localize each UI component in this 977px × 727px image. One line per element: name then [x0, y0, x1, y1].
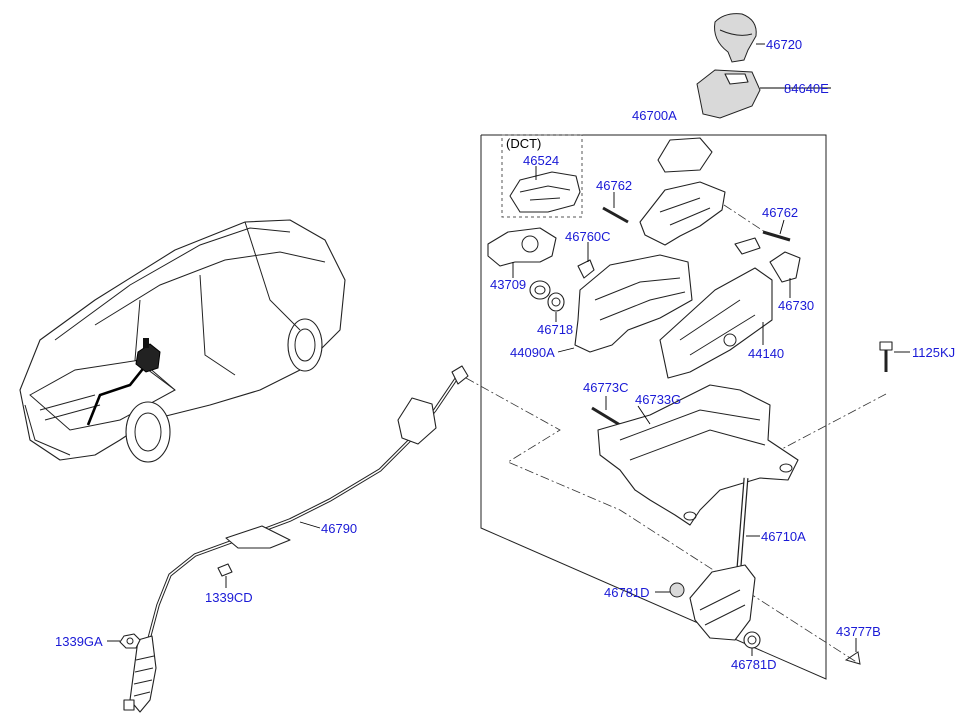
- label-44090A[interactable]: 44090A: [510, 345, 555, 360]
- label-46700A[interactable]: 46700A: [632, 108, 677, 123]
- bushing-icon: [743, 631, 761, 649]
- label-46730[interactable]: 46730: [778, 298, 814, 313]
- label-43709[interactable]: 43709: [490, 277, 526, 292]
- reference-line-cable: [465, 377, 859, 664]
- housing-icon: [574, 254, 693, 353]
- group-note-dct: (DCT): [506, 136, 541, 151]
- dct-group-box: [501, 134, 583, 218]
- label-46762-left[interactable]: 46762: [596, 178, 632, 193]
- bolt-icon: [879, 341, 893, 372]
- slider-plate-icon: [639, 137, 726, 246]
- nut-icon: [119, 633, 141, 649]
- clip-icon: [217, 563, 233, 577]
- detent-spring-icon: [734, 237, 801, 283]
- reference-line-bolt: [779, 393, 887, 451]
- label-1339GA[interactable]: 1339GA: [55, 634, 103, 649]
- label-46760C[interactable]: 46760C: [565, 229, 611, 244]
- label-46773C[interactable]: 46773C: [583, 380, 629, 395]
- label-46710A[interactable]: 46710A: [761, 529, 806, 544]
- label-46720[interactable]: 46720: [766, 37, 802, 52]
- actuator-icon: [487, 227, 557, 267]
- pin-icon: [844, 651, 861, 665]
- label-46762-right[interactable]: 46762: [762, 205, 798, 220]
- label-46524[interactable]: 46524: [523, 153, 559, 168]
- shift-boot-icon: [696, 69, 783, 119]
- pin-icon: [762, 230, 791, 242]
- label-43777B[interactable]: 43777B: [836, 624, 881, 639]
- base-bracket-icon: [597, 384, 799, 526]
- label-46718[interactable]: 46718: [537, 322, 573, 337]
- assembly-frame: [480, 134, 827, 680]
- bushing-icon: [529, 280, 565, 312]
- label-44140[interactable]: 44140: [748, 346, 784, 361]
- label-1125KJ[interactable]: 1125KJ: [912, 345, 955, 360]
- label-1339CD[interactable]: 1339CD: [205, 590, 253, 605]
- clip-icon: [577, 259, 595, 279]
- label-46733G[interactable]: 46733G: [635, 392, 681, 407]
- cover-plate-icon: [659, 267, 773, 379]
- pin-icon: [602, 206, 629, 224]
- label-84640E[interactable]: 84640E: [784, 81, 829, 96]
- label-46781D-left[interactable]: 46781D: [604, 585, 650, 600]
- label-46781D-right[interactable]: 46781D: [731, 657, 777, 672]
- label-46790[interactable]: 46790: [321, 521, 357, 536]
- shift-lever-icon: [689, 477, 760, 641]
- dct-sensor-bracket-icon: [509, 171, 581, 213]
- car-illustration: [19, 219, 346, 463]
- shift-knob-icon: [714, 13, 765, 63]
- cable-icon: [123, 365, 469, 713]
- bushing-icon: [669, 582, 685, 598]
